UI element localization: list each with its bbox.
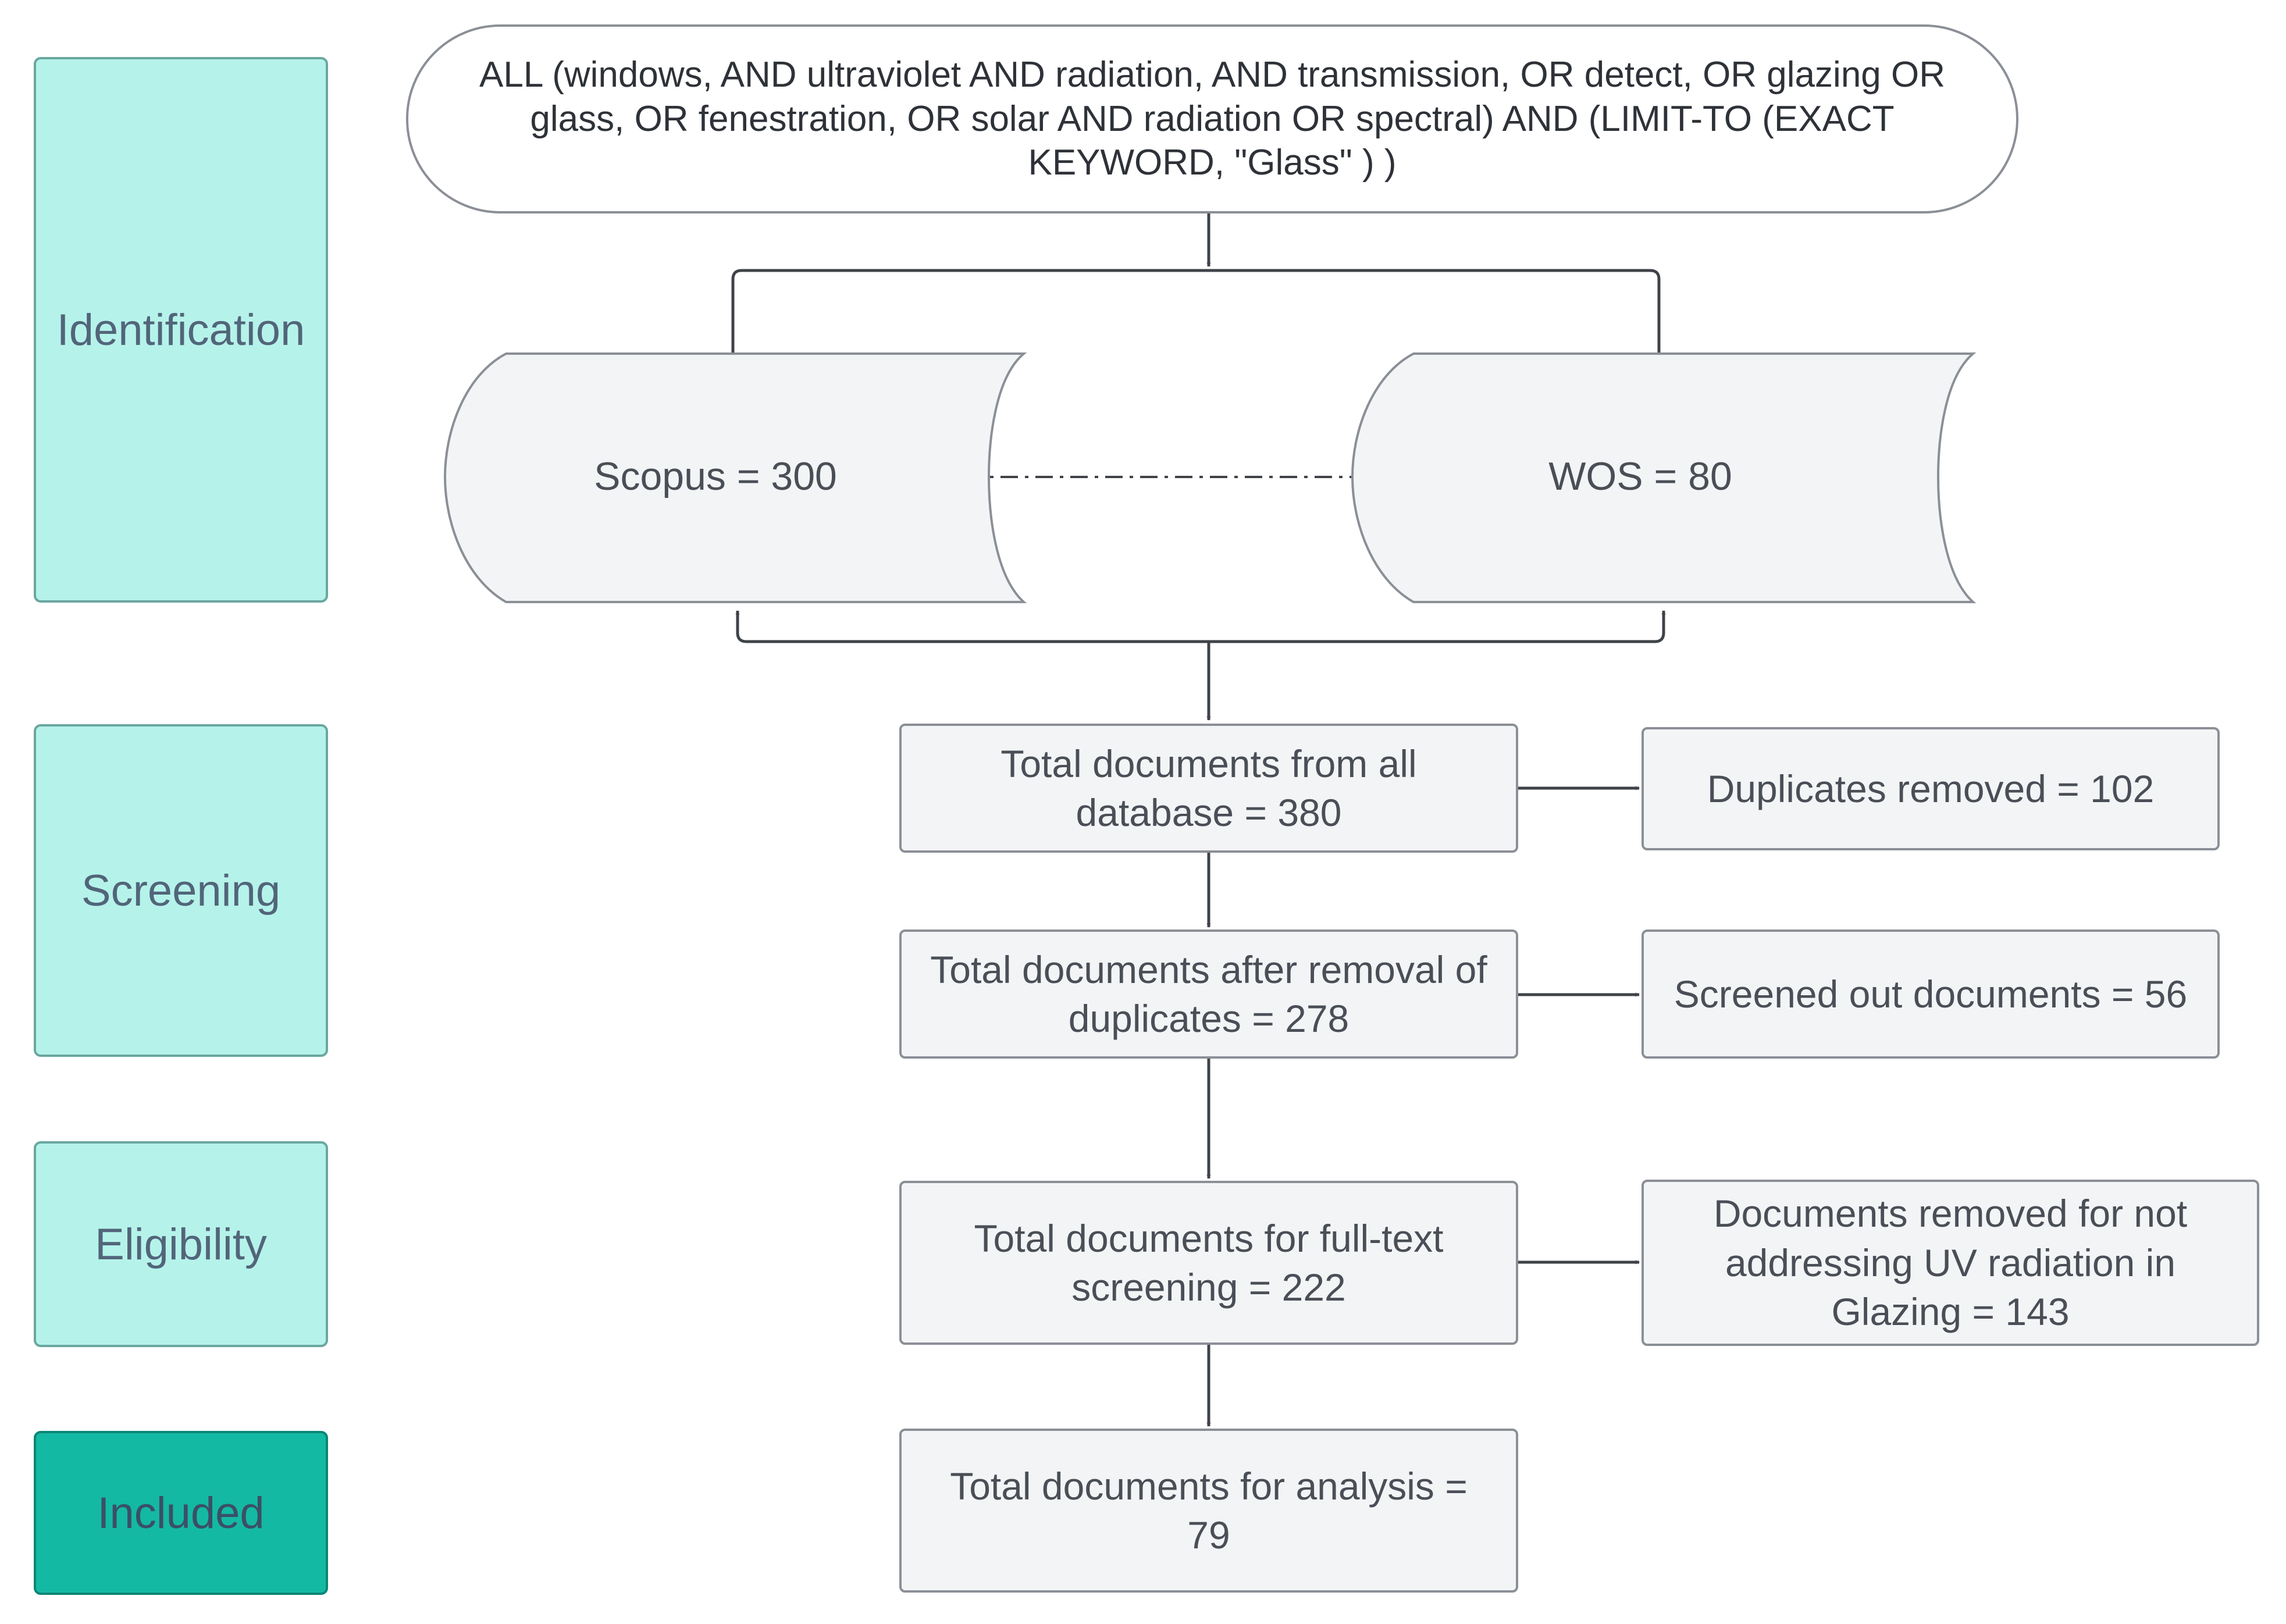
scopus-database-shape [443,352,1027,603]
total-documents-box: Total documents from all database = 380 [899,724,1518,853]
not-uv-removed-box: Documents removed for not addressing UV … [1641,1180,2259,1346]
phase-identification: Identification [34,57,328,603]
wos-count-label: WOS = 80 [1548,454,1732,498]
wos-database-shape [1351,352,1977,603]
phase-screening: Screening [34,724,328,1057]
scopus-count-label: Scopus = 300 [594,454,837,498]
phase-included: Included [34,1431,328,1595]
bottom-bracket-line [736,632,1665,643]
duplicates-removed-box: Duplicates removed = 102 [1641,727,2220,850]
screened-out-box: Screened out documents = 56 [1641,929,2220,1059]
phase-screening-label: Screening [81,866,281,916]
search-query-box: ALL (windows, AND ultraviolet AND radiat… [406,24,2018,213]
phase-eligibility-label: Eligibility [95,1219,267,1269]
full-text-screening-box: Total documents for full-text screening … [899,1181,1518,1345]
phase-included-label: Included [97,1488,265,1538]
phase-identification-label: Identification [56,305,305,355]
search-query-text: ALL (windows, AND ultraviolet AND radiat… [479,55,1946,183]
top-bracket-line [731,269,1661,354]
after-duplicates-box: Total documents after removal of duplica… [899,929,1518,1059]
phase-eligibility: Eligibility [34,1141,328,1347]
analysis-box: Total documents for analysis = 79 [899,1429,1518,1593]
